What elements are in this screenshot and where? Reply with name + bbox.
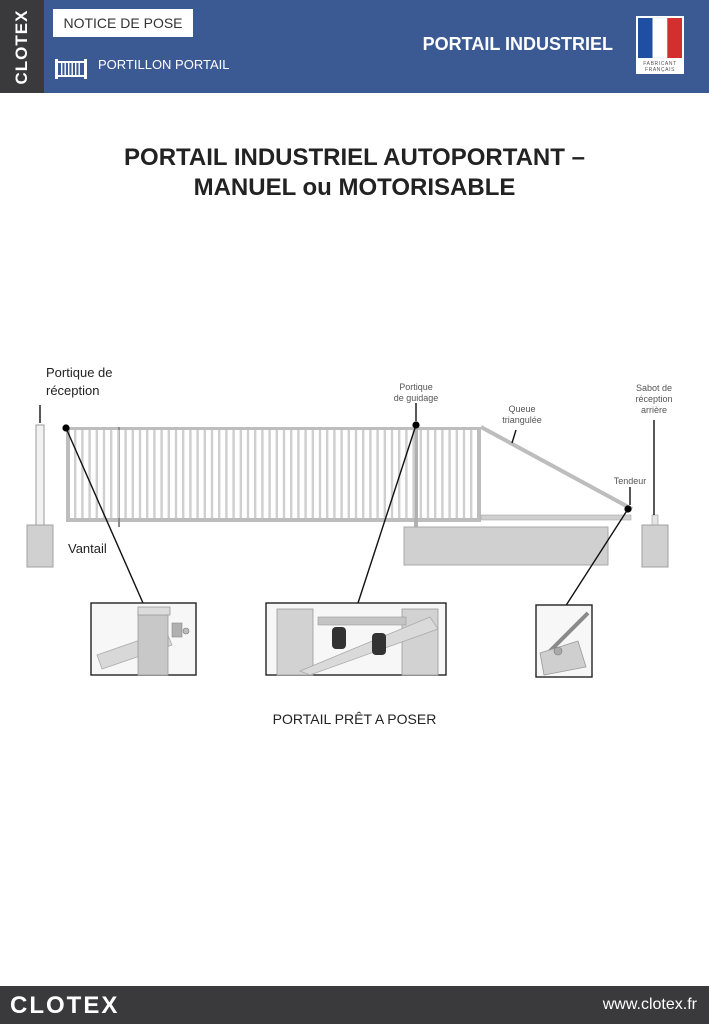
detail-reception (90, 602, 197, 676)
gate-bar (426, 430, 430, 518)
title-line-1: PORTAIL INDUSTRIEL AUTOPORTANT – (124, 144, 585, 171)
label-sabot-reception: Sabot de réception arrière (635, 383, 673, 415)
gate-bar (124, 430, 127, 518)
gate-bar (167, 430, 170, 518)
header-bar: CLOTEX NOTICE DE POSE PORTILLON PORTAIL … (0, 0, 709, 93)
gate-bar (362, 430, 365, 518)
gate-bar (347, 430, 350, 518)
gate-bar (290, 430, 293, 518)
gate-bar (304, 430, 307, 518)
flag-stripe (652, 17, 668, 59)
gate-panel (66, 427, 481, 527)
gate-bar (333, 430, 336, 518)
triangle-tail (480, 425, 633, 521)
gate-bar (434, 430, 437, 518)
gate-bar (398, 430, 401, 518)
footer-bar: CLOTEX www.clotex.fr (0, 986, 709, 1024)
label-portique-guidage: Portique de guidage (393, 382, 439, 403)
footer-website-link[interactable]: www.clotex.fr (602, 996, 697, 1013)
label-portique-reception: Portique de réception (46, 365, 113, 398)
flag-stripe (638, 18, 653, 58)
gate-bar (218, 430, 221, 518)
title-line-2: MANUEL ou MOTORISABLE (193, 174, 516, 201)
gate-bar (153, 430, 156, 518)
gate-bar (232, 430, 235, 518)
gate-bar (369, 430, 372, 518)
gate-bar (225, 430, 228, 518)
section-title: PORTAIL INDUSTRIEL (422, 34, 613, 54)
gate-bar (160, 430, 163, 518)
gate-diagram (26, 403, 669, 678)
gate-bar (88, 430, 91, 518)
base-block (403, 526, 609, 566)
gate-bar (383, 430, 386, 518)
gate-bar (462, 430, 466, 518)
gate-bar (455, 430, 458, 518)
gate-icon (55, 59, 87, 79)
gate-bar (189, 430, 192, 518)
fabricant-badge-text: FABRICANT FRANÇAIS (643, 61, 677, 73)
reception-post (26, 424, 54, 568)
gate-bar (110, 430, 113, 518)
gate-bar (210, 430, 214, 518)
gate-bar (311, 430, 314, 518)
gate-bar (354, 430, 358, 518)
gate-bar (174, 430, 178, 518)
gate-bar (318, 430, 322, 518)
gate-bar (239, 430, 242, 518)
category-label: PORTILLON PORTAIL (98, 57, 230, 72)
gate-bar (131, 430, 134, 518)
gate-bar (146, 430, 149, 518)
gate-bar (448, 430, 451, 518)
gate-bar (326, 430, 329, 518)
gate-bar (74, 430, 77, 518)
gate-bar (196, 430, 199, 518)
gate-bar (297, 430, 300, 518)
gate-bar (419, 430, 422, 518)
gate-bar (441, 430, 444, 518)
gate-bar (254, 430, 257, 518)
callout-lines (39, 403, 655, 608)
gate-bar (282, 430, 286, 518)
gate-bar (405, 430, 408, 518)
gate-bar (275, 430, 278, 518)
gate-bar (246, 430, 250, 518)
flag-stripe (667, 18, 682, 58)
rear-shoe (641, 514, 669, 568)
brand-logo: CLOTEX (12, 9, 31, 85)
label-vantail: Vantail (68, 541, 107, 556)
gate-bar (203, 430, 206, 518)
gate-bar (261, 430, 264, 518)
gate-bar (81, 430, 84, 518)
notice-label: NOTICE DE POSE (53, 9, 193, 37)
gate-bar (117, 430, 120, 518)
footer-brand-logo: CLOTEX (10, 992, 120, 1019)
gate-bar (340, 430, 343, 518)
callout-dots (62, 421, 632, 513)
page-title: PORTAIL INDUSTRIEL AUTOPORTANT – MANUEL … (0, 143, 709, 203)
gate-bar (102, 430, 106, 518)
label-queue-triangulee: Queue triangulée (502, 404, 542, 425)
detail-tendeur (535, 604, 593, 678)
gate-bar (182, 430, 185, 518)
gate-bar (470, 430, 473, 518)
french-flag-badge (636, 16, 684, 74)
gate-bar (412, 430, 415, 518)
detail-guidage (265, 602, 447, 676)
gate-bar (138, 430, 142, 518)
brand-strip: CLOTEX (0, 0, 44, 93)
gate-bar (376, 430, 379, 518)
diagram-caption: PORTAIL PRÊT A POSER (272, 711, 437, 727)
label-tendeur: Tendeur (613, 476, 647, 486)
gate-bar (268, 430, 271, 518)
gate-bar (95, 430, 98, 518)
gate-bar (390, 430, 394, 518)
flag-icon (638, 17, 682, 59)
